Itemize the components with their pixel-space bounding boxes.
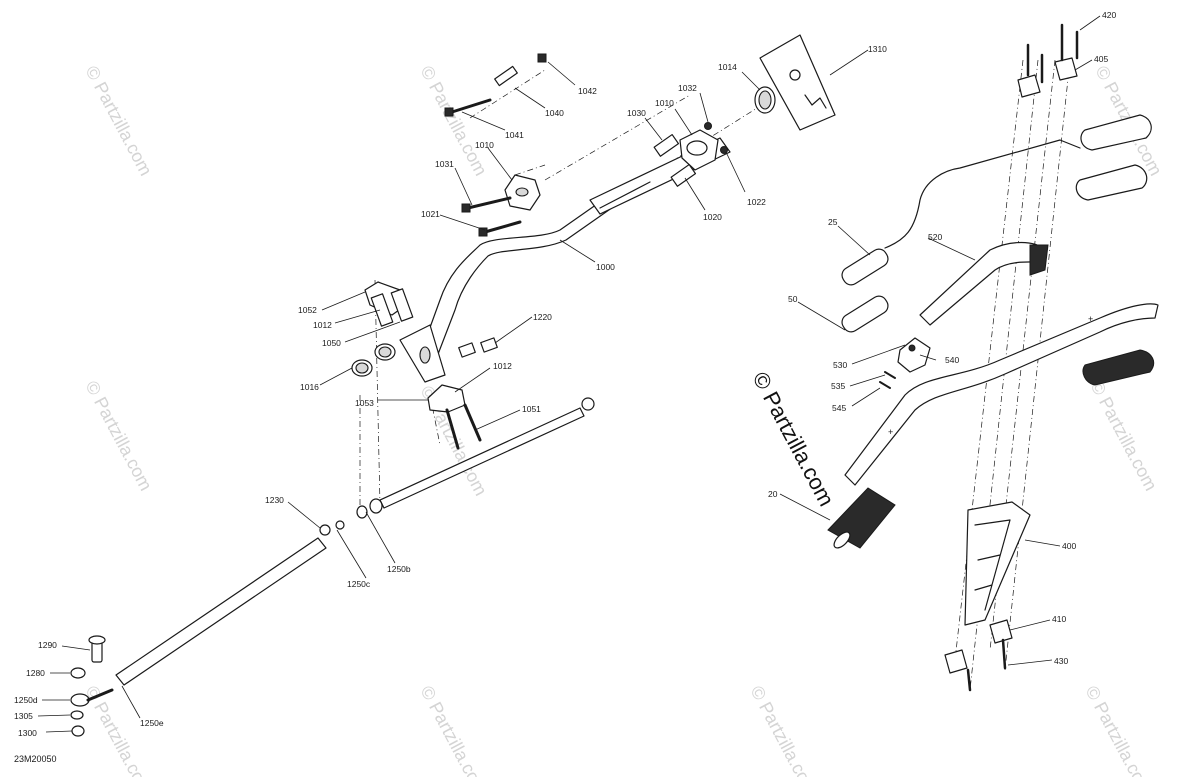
callout-label: 1012 [493, 361, 512, 371]
watermark: © Partzilla.com [81, 377, 156, 493]
callout-label: 1053 [355, 398, 374, 408]
watermark: © Partzilla.com [746, 682, 821, 777]
callout-label: 1051 [522, 404, 541, 414]
leader-lines [37, 15, 1101, 733]
callout-label: 1012 [313, 320, 332, 330]
callout-label: 530 [833, 360, 847, 370]
callout-label: 545 [832, 403, 846, 413]
callout-label: 1042 [578, 86, 597, 96]
callout-label: 1030 [627, 108, 646, 118]
cross-mark: + [888, 427, 893, 437]
bolts-1031-1021 [461, 196, 522, 237]
diagram-code: 23M20050 [14, 754, 57, 764]
callout-label: 405 [1094, 54, 1108, 64]
callout-label: 1010 [475, 140, 494, 150]
watermark-layer: © Partzilla.com © Partzilla.com © Partzi… [81, 62, 1166, 777]
callout-label: 1250b [387, 564, 411, 574]
callout-label: 1220 [533, 312, 552, 322]
callout-label: 1000 [596, 262, 615, 272]
bolt-spacer-1040 [444, 53, 547, 117]
callout-label: 1052 [298, 305, 317, 315]
watermark: © Partzilla.com [416, 682, 491, 777]
clamps-405 [1017, 23, 1079, 98]
callout-label: 1050 [322, 338, 341, 348]
crossbar-right: + + [844, 303, 1159, 486]
watermark: © Partzilla.com [1081, 682, 1156, 777]
callout-label: 430 [1054, 656, 1068, 666]
callout-label: 1250c [347, 579, 371, 589]
callout-label: 1021 [421, 209, 440, 219]
spacers-1030-1020 [653, 122, 728, 187]
callout-label: 1040 [545, 108, 564, 118]
callout-label: 535 [831, 381, 845, 391]
bolts-1051 [445, 403, 482, 450]
partzilla-watermark: © Partzilla.com [748, 368, 840, 511]
callout-label: 1010 [655, 98, 674, 108]
callout-label: 20 [768, 489, 778, 499]
callout-label: 1022 [747, 197, 766, 207]
callout-label: 410 [1052, 614, 1066, 624]
callout-label: 420 [1102, 10, 1116, 20]
riser-block [364, 281, 446, 383]
callout-label: 540 [945, 355, 959, 365]
bolt-1220 [458, 337, 498, 358]
callout-label: 1305 [14, 711, 33, 721]
throttle-block-530 [879, 337, 931, 389]
cross-mark: + [1088, 314, 1093, 324]
callout-label: 25 [828, 217, 838, 227]
callout-label: 1014 [718, 62, 737, 72]
tie-rod-long [115, 520, 345, 686]
clamps-410 [944, 619, 1013, 692]
callout-label: 1020 [703, 212, 722, 222]
callout-label: 520 [928, 232, 942, 242]
grip-left-20 [827, 487, 896, 549]
callout-label: 400 [1062, 541, 1076, 551]
throttle-tube-520 [919, 241, 1049, 326]
ring-1014 [754, 86, 776, 114]
callout-label: 1230 [265, 495, 284, 505]
callout-label: 1250e [140, 718, 164, 728]
callout-label: 1250d [14, 695, 38, 705]
pad-1310 [759, 34, 836, 131]
callout-label: 1016 [300, 382, 319, 392]
hand-warmer-25 [841, 139, 1081, 286]
callout-label: 1031 [435, 159, 454, 169]
watermark: © Partzilla.com [1086, 377, 1161, 493]
riser-clamp-upper [504, 129, 719, 211]
steering-link-rod [356, 397, 595, 519]
callout-label: 1300 [18, 728, 37, 738]
callout-label: 1280 [26, 668, 45, 678]
watermark: © Partzilla.com [81, 62, 156, 178]
rings-1016 [351, 343, 396, 377]
bar-pad-400 [964, 501, 1031, 626]
callout-label: 1310 [868, 44, 887, 54]
grip-sleeves [1075, 114, 1152, 201]
grip-right [1082, 349, 1155, 386]
hand-warmer-50 [841, 295, 889, 333]
callout-label: 50 [788, 294, 798, 304]
callout-label: 1041 [505, 130, 524, 140]
callout-labels: 420 405 1310 1014 1042 1040 1041 1032 10… [14, 10, 1116, 738]
callout-label: 1290 [38, 640, 57, 650]
rod-end-hardware [70, 635, 114, 737]
callout-label: 1032 [678, 83, 697, 93]
